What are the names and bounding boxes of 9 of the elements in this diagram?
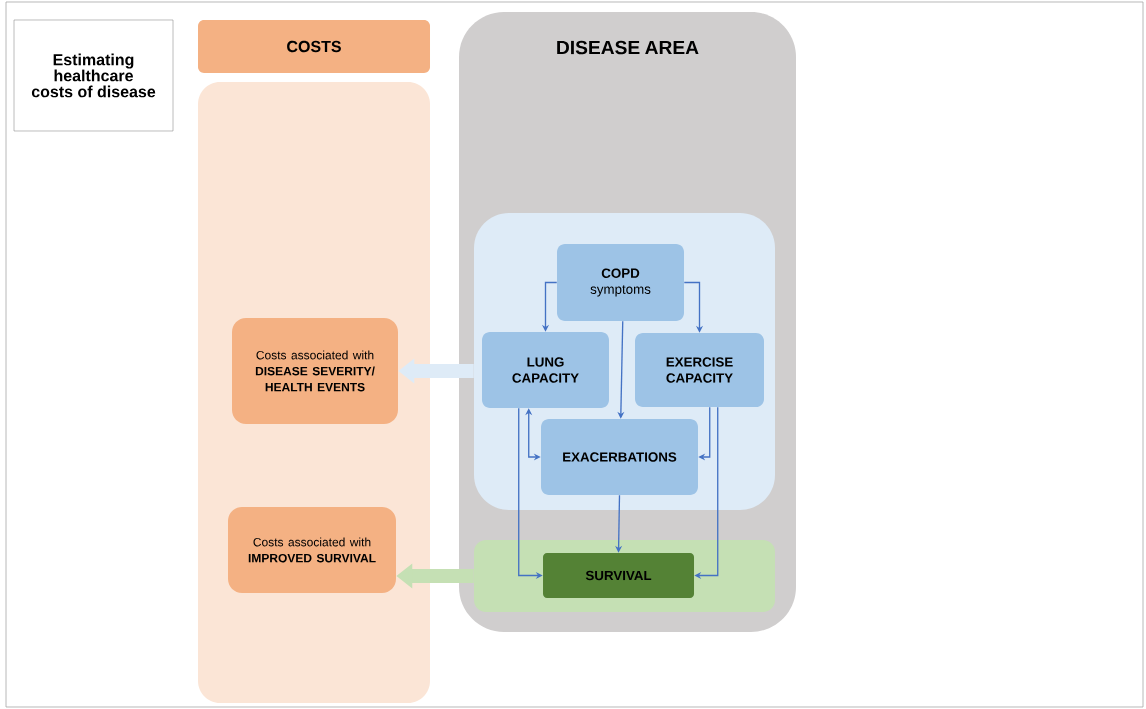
title-box: Estimating healthcare costs of disease (13, 19, 174, 132)
process-box: LUNG CAPACITY (482, 332, 609, 408)
cost-box: Costs associated with IMPROVED SURVIVAL (228, 507, 396, 593)
outcome-box: SURVIVAL (543, 553, 694, 598)
cost-box: Costs associated with DISEASE SEVERITY/ HEALTH EVENTS (232, 318, 398, 424)
process-box: EXACERBATIONS (541, 419, 698, 495)
process-box: EXERCISE CAPACITY (635, 333, 764, 407)
process-box: COPD symptoms (557, 244, 684, 321)
header-band: COSTS (198, 20, 430, 73)
